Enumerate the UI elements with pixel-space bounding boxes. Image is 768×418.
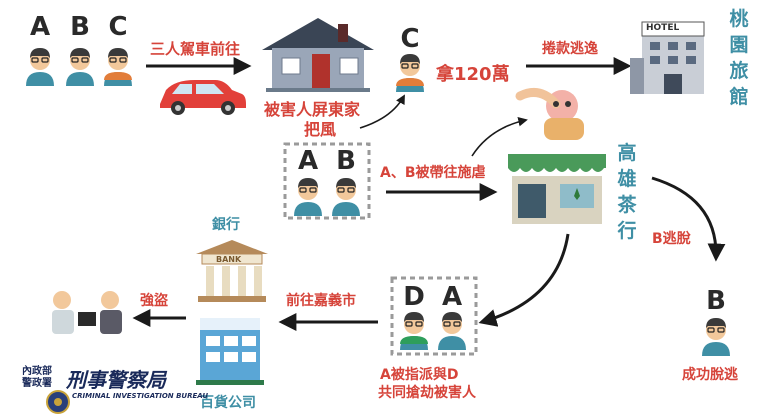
person-b-mid — [331, 177, 361, 217]
store-label: 百貨公司 — [200, 395, 256, 411]
teahouse-label-3: 茶 — [617, 194, 637, 216]
edge-label-to-house: 三人駕車前往 — [150, 40, 241, 58]
taken-label: A、B被帶往施虐 — [380, 165, 486, 181]
hotel-label-2: 園 — [729, 34, 749, 56]
hotel-label-4: 館 — [729, 86, 749, 108]
bank-icon — [196, 240, 268, 302]
car-icon — [160, 80, 246, 115]
letter-b-mid: B — [336, 146, 356, 176]
edge-label-to-chiayi: 前往嘉義市 — [286, 293, 356, 309]
person-b-escaped — [701, 317, 731, 357]
department-store-icon — [196, 318, 264, 385]
person-d — [399, 311, 429, 351]
bank-sign: BANK — [216, 255, 242, 264]
teahouse-icon — [508, 154, 606, 224]
group-da-box — [390, 276, 478, 356]
hotel-sign: HOTEL — [646, 23, 680, 33]
person-a-top — [25, 47, 55, 87]
arrow-to-scene — [471, 116, 528, 157]
letter-b-escaped: B — [706, 286, 726, 316]
hotel-label-1: 桃 — [729, 8, 749, 30]
letter-a-bottom: A — [441, 282, 463, 312]
letter-b-top: B — [70, 12, 90, 42]
robbery-scene-icon — [52, 291, 122, 334]
police-english: CRIMINAL INVESTIGATION BUREAU — [72, 392, 209, 400]
da-caption-line1: A被指派與D — [380, 367, 459, 383]
teahouse-label-2: 雄 — [617, 168, 637, 190]
lookout-label: 把風 — [304, 120, 337, 139]
person-b-top — [65, 47, 95, 87]
b-escape-edge-label: B逃脫 — [652, 231, 691, 247]
arrow-lookout — [359, 94, 405, 129]
police-org-top: 內政部 — [22, 366, 52, 377]
police-logo — [46, 390, 70, 414]
person-a-mid — [293, 177, 323, 217]
hotel-label-3: 旅 — [729, 60, 749, 82]
police-org-bottom: 警政署 — [22, 378, 52, 389]
arrow-to-da — [478, 233, 570, 327]
da-caption-line2: 共同搶劫被害人 — [378, 385, 476, 401]
robbery-label: 強盜 — [140, 293, 168, 309]
house-label: 被害人屏東家 — [264, 100, 361, 119]
abscond-label: 捲款逃逸 — [542, 41, 598, 57]
letter-d: D — [403, 282, 425, 312]
person-c-top — [103, 47, 133, 87]
hotel-icon — [630, 21, 705, 94]
teahouse-label-1: 高 — [617, 142, 637, 164]
letter-c-lookout: C — [400, 24, 420, 54]
police-bureau: 刑事警察局 — [66, 368, 166, 392]
teahouse-label-4: 行 — [617, 220, 637, 242]
torture-scene-icon — [515, 87, 584, 140]
person-a-bottom — [437, 311, 467, 351]
bank-label: 銀行 — [212, 217, 240, 233]
letter-c-top: C — [108, 12, 128, 42]
person-c-lookout — [395, 53, 425, 93]
group-ab-box — [283, 142, 371, 220]
arrow-to-b-escape — [651, 176, 726, 262]
money-label: 拿120萬 — [436, 64, 510, 85]
b-success-label: 成功脫逃 — [682, 367, 738, 383]
house-icon — [262, 18, 374, 92]
letter-a-mid: A — [297, 146, 319, 176]
letter-a-top: A — [29, 12, 51, 42]
